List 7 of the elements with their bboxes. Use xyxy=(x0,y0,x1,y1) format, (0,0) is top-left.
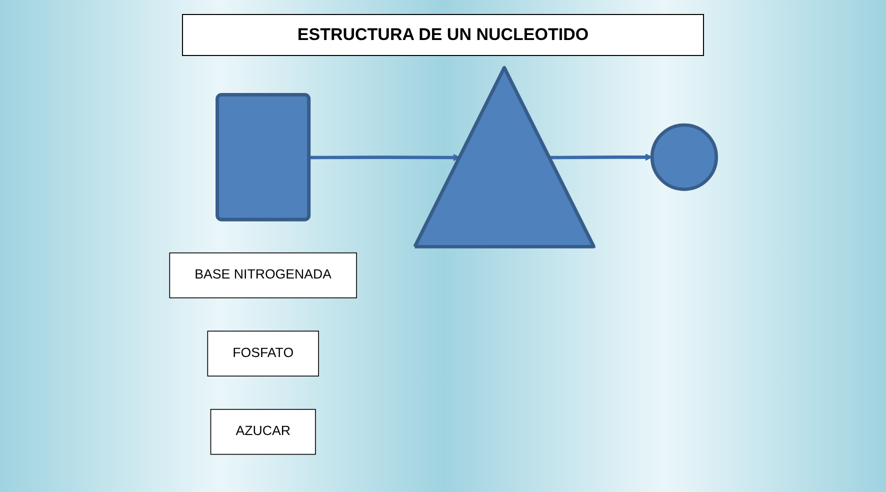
node-box: FOSFATO xyxy=(207,330,319,376)
node-box: BASE NITROGENADA xyxy=(169,252,357,298)
title-box: ESTRUCTURA DE UN NUCLEOTIDO xyxy=(182,14,704,56)
arrow xyxy=(549,154,652,161)
arrow xyxy=(309,154,460,162)
node-box: AZUCAR xyxy=(210,408,316,455)
node-circle xyxy=(650,123,718,191)
